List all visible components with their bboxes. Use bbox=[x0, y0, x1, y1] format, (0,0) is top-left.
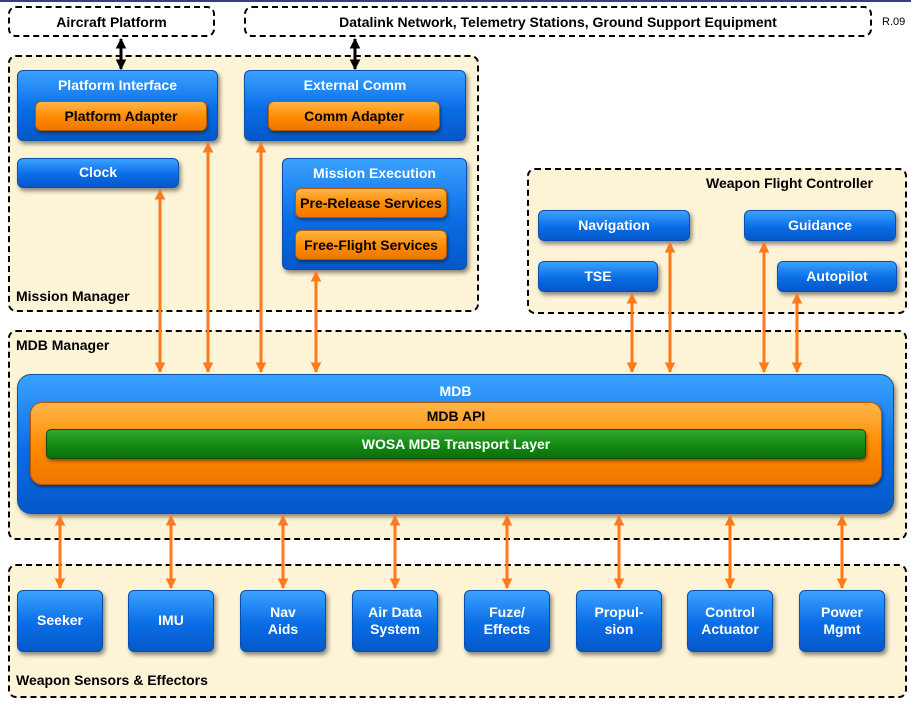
datalink-network-label: Datalink Network, Telemetry Stations, Gr… bbox=[339, 13, 777, 30]
sensor-propulsion-box: Propul-sion bbox=[576, 590, 662, 652]
sensor-nav-aids-line1: Nav bbox=[270, 603, 296, 620]
autopilot-label: Autopilot bbox=[806, 267, 868, 284]
weapon-flight-controller-label: Weapon Flight Controller bbox=[706, 175, 873, 191]
mdb-api-label: MDB API bbox=[426, 408, 486, 424]
navigation-box: Navigation bbox=[538, 210, 690, 241]
platform-adapter-box: Platform Adapter bbox=[35, 101, 207, 131]
mission-manager-label: Mission Manager bbox=[16, 288, 130, 304]
pre-release-services-box: Pre-Release Services bbox=[295, 188, 447, 218]
comm-adapter-box: Comm Adapter bbox=[268, 101, 440, 131]
comm-adapter-label: Comm Adapter bbox=[304, 108, 404, 124]
sensor-propulsion-line2: sion bbox=[604, 621, 634, 637]
sensor-imu-line1: IMU bbox=[158, 612, 184, 629]
wosa-transport-layer-box: WOSA MDB Transport Layer bbox=[46, 429, 866, 459]
mdb-label: MDB bbox=[439, 383, 472, 399]
free-flight-services-label: Free-Flight Services bbox=[304, 237, 438, 253]
guidance-label: Guidance bbox=[788, 216, 852, 233]
navigation-label: Navigation bbox=[578, 216, 650, 233]
clock-label: Clock bbox=[78, 164, 118, 181]
mdb-manager-label: MDB Manager bbox=[16, 337, 110, 353]
mission-execution-label: Mission Execution bbox=[313, 165, 436, 181]
sensor-power-mgmt-line2: Mgmt bbox=[823, 621, 861, 637]
aircraft-platform-box: Aircraft Platform bbox=[8, 6, 215, 37]
sensor-seeker-box: Seeker bbox=[17, 590, 103, 652]
weapon-sensors-effectors-label: Weapon Sensors & Effectors bbox=[16, 672, 208, 688]
sensor-control-actuator-line1: Control bbox=[705, 603, 755, 620]
guidance-box: Guidance bbox=[744, 210, 896, 241]
top-border-line bbox=[0, 0, 911, 2]
wosa-transport-layer-label: WOSA MDB Transport Layer bbox=[361, 436, 551, 452]
pre-release-services-label: Pre-Release Services bbox=[300, 195, 442, 211]
sensor-air-data-line1: Air Data bbox=[368, 603, 422, 620]
sensor-fuze-effects-box: Fuze/Effects bbox=[464, 590, 550, 652]
sensor-nav-aids-line2: Aids bbox=[267, 621, 299, 637]
aircraft-platform-label: Aircraft Platform bbox=[56, 13, 167, 30]
sensor-control-actuator-line2: Actuator bbox=[701, 621, 759, 637]
sensor-imu-box: IMU bbox=[128, 590, 214, 652]
sensor-fuze-effects-line2: Effects bbox=[483, 621, 531, 637]
sensor-seeker-line1: Seeker bbox=[37, 612, 83, 629]
sensor-propulsion-line1: Propul- bbox=[594, 603, 644, 620]
tse-label: TSE bbox=[584, 267, 612, 284]
free-flight-services-box: Free-Flight Services bbox=[295, 230, 447, 260]
platform-interface-label: Platform Interface bbox=[57, 77, 178, 93]
sensor-air-data-line2: System bbox=[370, 621, 420, 637]
clock-box: Clock bbox=[17, 158, 179, 188]
revision-label: R.09 bbox=[882, 16, 906, 28]
sensor-power-mgmt-line1: Power bbox=[820, 603, 863, 620]
sensor-fuze-effects-line1: Fuze/ bbox=[489, 603, 525, 620]
platform-adapter-label: Platform Adapter bbox=[64, 108, 178, 124]
autopilot-box: Autopilot bbox=[777, 261, 897, 292]
tse-box: TSE bbox=[538, 261, 658, 292]
external-comm-label: External Comm bbox=[303, 77, 407, 93]
datalink-network-box: Datalink Network, Telemetry Stations, Gr… bbox=[244, 6, 872, 37]
